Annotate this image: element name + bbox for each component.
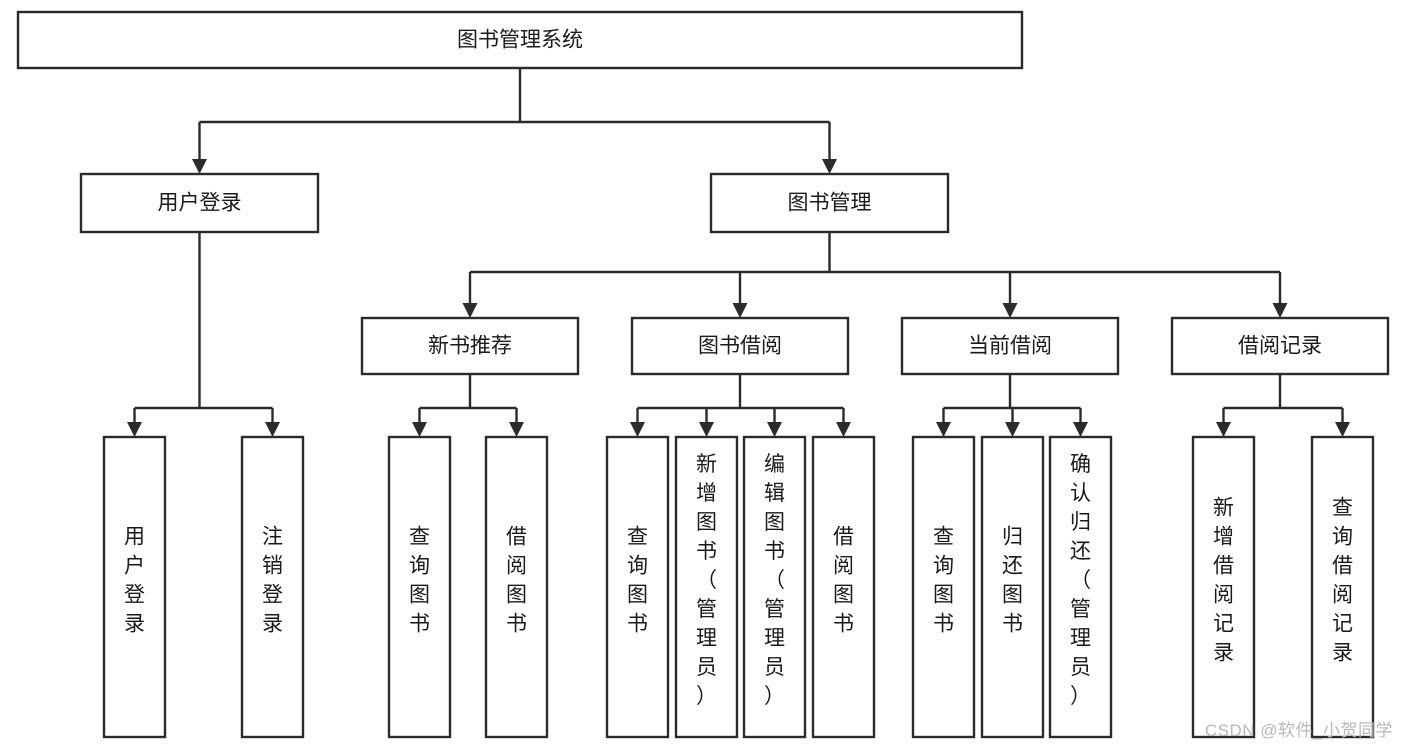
node-label: 图书借阅 — [698, 335, 782, 358]
arrow-head-icon — [699, 422, 714, 437]
arrow-head-icon — [822, 159, 837, 174]
node-label: 查询借阅记录 — [1332, 497, 1353, 665]
node-label: 新书推荐 — [428, 335, 512, 358]
node-label: 查询图书 — [627, 526, 648, 636]
node-box[interactable] — [102, 435, 167, 739]
arrow-head-icon — [836, 422, 851, 437]
node-box[interactable] — [811, 435, 876, 739]
node-label: 借阅记录 — [1238, 335, 1322, 358]
node-label: 确认归还（管理员） — [1070, 453, 1091, 708]
node-leaf_6[interactable]: 编辑图书（管理员） — [742, 435, 807, 739]
node-label: 编辑图书（管理员） — [764, 453, 785, 708]
node-label: 归还图书 — [1002, 526, 1023, 636]
node-leaf_4[interactable]: 查询图书 — [605, 435, 670, 739]
arrow-head-icon — [767, 422, 782, 437]
node-leaf_9[interactable]: 归还图书 — [980, 435, 1045, 739]
node-label: 图书管理系统 — [457, 29, 583, 52]
node-box[interactable] — [1170, 316, 1390, 376]
arrow-head-icon — [127, 422, 142, 437]
node-leaf_0[interactable]: 用户登录 — [102, 435, 167, 739]
arrow-head-icon — [1002, 303, 1018, 318]
node-leaf_5[interactable]: 新增图书（管理员） — [674, 435, 739, 739]
node-label: 借阅图书 — [833, 526, 854, 636]
node-l2_1[interactable]: 图书借阅 — [630, 316, 850, 376]
node-leaf_12[interactable]: 查询借阅记录 — [1310, 435, 1375, 739]
arrow-head-icon — [630, 422, 645, 437]
node-box[interactable] — [900, 316, 1120, 376]
node-leaf_3[interactable]: 借阅图书 — [484, 435, 549, 739]
node-box[interactable] — [360, 316, 580, 376]
edges-layer — [127, 68, 1350, 437]
node-box[interactable] — [709, 172, 950, 234]
arrow-head-icon — [509, 422, 524, 437]
node-box[interactable] — [1191, 435, 1256, 739]
node-label: 注销登录 — [262, 526, 283, 636]
node-box[interactable] — [911, 435, 976, 739]
node-box[interactable] — [1048, 435, 1113, 739]
node-box[interactable] — [387, 435, 452, 739]
node-box[interactable] — [674, 435, 739, 739]
node-box[interactable] — [240, 435, 305, 739]
arrow-head-icon — [412, 422, 427, 437]
node-box[interactable] — [1310, 435, 1375, 739]
node-l1_0[interactable]: 用户登录 — [79, 172, 320, 234]
arrow-head-icon — [936, 422, 951, 437]
node-label: 用户登录 — [124, 526, 145, 636]
node-box[interactable] — [605, 435, 670, 739]
node-l2_0[interactable]: 新书推荐 — [360, 316, 580, 376]
node-leaf_7[interactable]: 借阅图书 — [811, 435, 876, 739]
node-label: 图书管理 — [788, 192, 872, 215]
arrow-head-icon — [1073, 422, 1088, 437]
node-leaf_8[interactable]: 查询图书 — [911, 435, 976, 739]
arrow-head-icon — [1005, 422, 1020, 437]
node-leaf_1[interactable]: 注销登录 — [240, 435, 305, 739]
node-label: 借阅图书 — [506, 526, 527, 636]
node-leaf_2[interactable]: 查询图书 — [387, 435, 452, 739]
node-box[interactable] — [484, 435, 549, 739]
node-label: 新增借阅记录 — [1213, 497, 1234, 665]
node-box[interactable] — [980, 435, 1045, 739]
node-leaf_10[interactable]: 确认归还（管理员） — [1048, 435, 1113, 739]
node-label: 新增图书（管理员） — [696, 453, 717, 708]
node-box[interactable] — [79, 172, 320, 234]
arrow-head-icon — [1335, 422, 1350, 437]
node-box[interactable] — [742, 435, 807, 739]
node-box[interactable] — [16, 10, 1024, 70]
node-l2_2[interactable]: 当前借阅 — [900, 316, 1120, 376]
arrow-head-icon — [1272, 303, 1288, 318]
node-box[interactable] — [630, 316, 850, 376]
node-label: 查询图书 — [933, 526, 954, 636]
node-leaf_11[interactable]: 新增借阅记录 — [1191, 435, 1256, 739]
node-l1_1[interactable]: 图书管理 — [709, 172, 950, 234]
arrow-head-icon — [732, 303, 748, 318]
nodes-layer: 图书管理系统用户登录图书管理新书推荐图书借阅当前借阅借阅记录用户登录注销登录查询… — [16, 10, 1390, 739]
arrow-head-icon — [192, 159, 207, 174]
node-label: 用户登录 — [158, 192, 242, 215]
node-root[interactable]: 图书管理系统 — [16, 10, 1024, 70]
node-label: 当前借阅 — [968, 335, 1052, 358]
node-l2_3[interactable]: 借阅记录 — [1170, 316, 1390, 376]
arrow-head-icon — [1216, 422, 1231, 437]
arrow-head-icon — [265, 422, 280, 437]
node-label: 查询图书 — [409, 526, 430, 636]
arrow-head-icon — [462, 303, 478, 318]
